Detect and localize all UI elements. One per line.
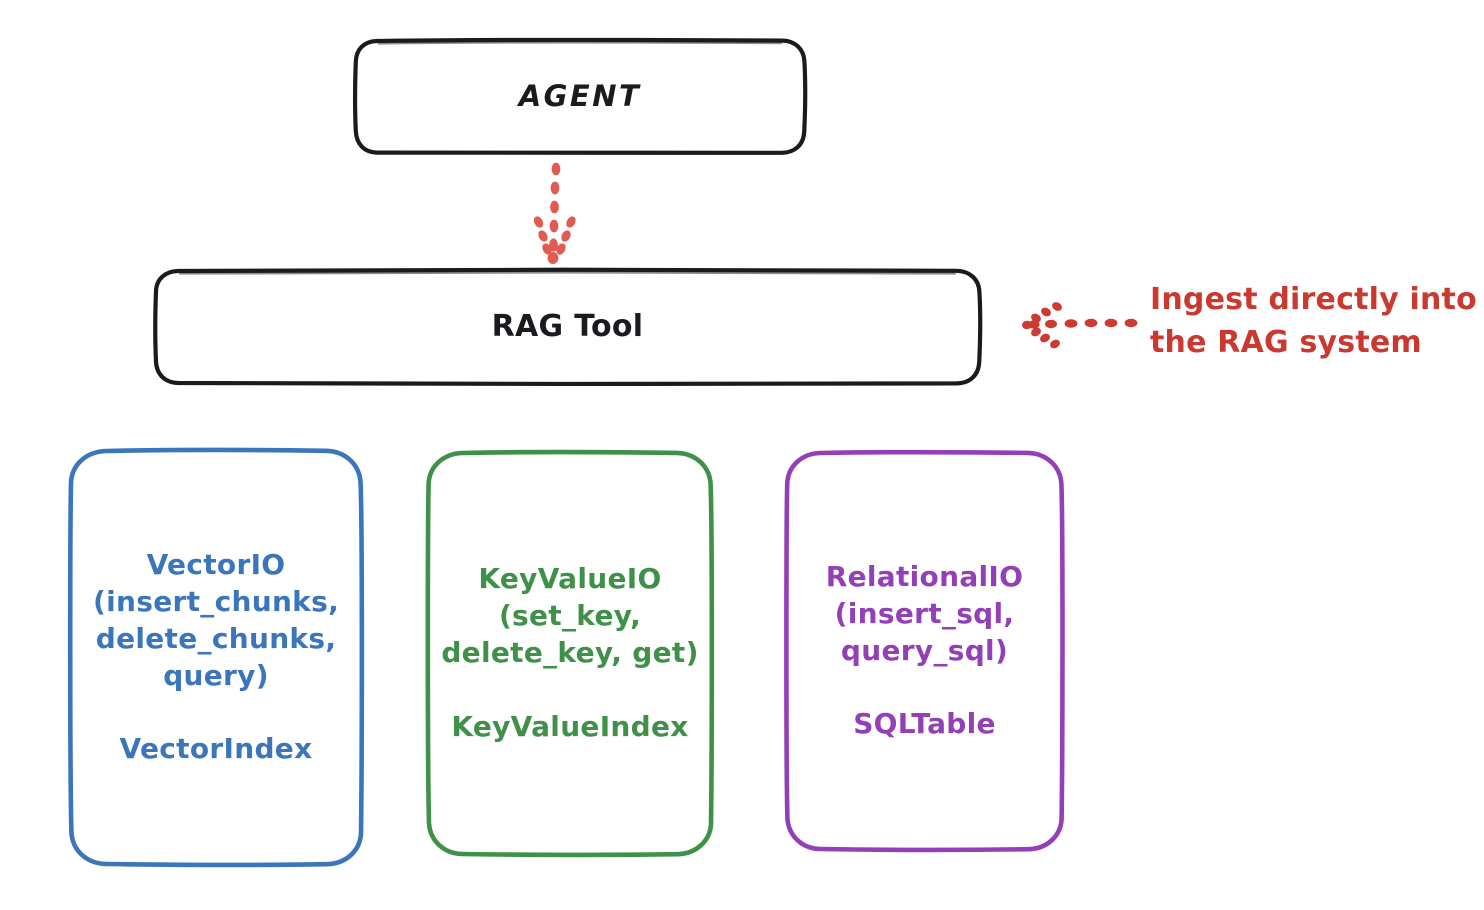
relational-io-label: RelationalIO (insert_sql, query_sql) SQL… [825,559,1024,741]
vector-io-node[interactable]: VectorIO (insert_chunks, delete_chunks, … [70,450,362,865]
key-value-io-label: KeyValueIO (set_key, delete_key, get) Ke… [441,562,699,743]
key-value-io-node[interactable]: KeyValueIO (set_key, delete_key, get) Ke… [428,452,712,855]
rag-tool-box[interactable] [153,267,983,387]
rag-tool-node[interactable]: RAG Tool [155,270,980,383]
rag-tool-label: RAG Tool [491,308,644,344]
vector-io-box[interactable] [67,447,365,868]
agent-label: AGENT [518,79,642,114]
agent-to-rag-tool-arrow [533,162,576,264]
vector-io-label: VectorIO (insert_chunks, delete_chunks, … [93,547,339,766]
agent-box[interactable] [353,37,808,156]
ingest-to-rag-tool-arrow [1022,302,1138,349]
relational-io-node[interactable]: RelationalIO (insert_sql, query_sql) SQL… [787,452,1062,850]
relational-io-box[interactable] [784,449,1065,853]
agent-node[interactable]: AGENT [355,40,805,153]
ingest-annotation-text: Ingest directly into the RAG system [1150,282,1477,360]
key-value-io-box[interactable] [425,449,715,858]
